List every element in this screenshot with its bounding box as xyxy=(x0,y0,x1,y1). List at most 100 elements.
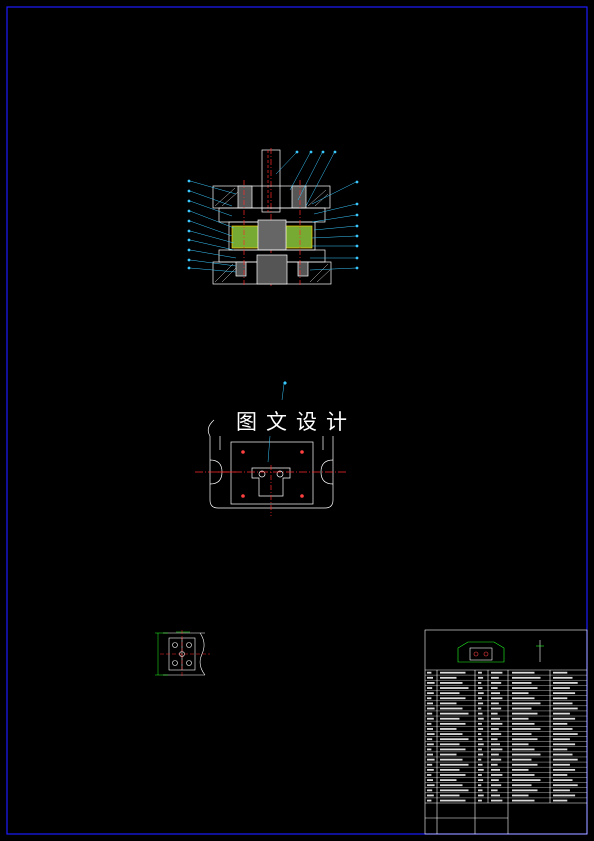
parts-list-cell-mark xyxy=(512,753,541,756)
plan-view xyxy=(195,419,348,516)
parts-list-cell-mark xyxy=(440,671,466,674)
assembly-section-view xyxy=(212,148,332,286)
parts-list-cell-mark xyxy=(512,779,541,782)
parts-list-cell-mark xyxy=(478,738,483,741)
parts-list-cell-mark xyxy=(491,671,503,674)
parts-list-cell-mark xyxy=(478,722,482,725)
parts-list-cell-mark xyxy=(491,692,500,695)
parts-list-cell-mark xyxy=(491,738,498,741)
parts-list-cell-mark xyxy=(491,768,500,771)
parts-list-cell-mark xyxy=(553,794,576,797)
parts-list-cell-mark xyxy=(427,712,433,715)
part-leaders xyxy=(189,152,357,273)
parts-list-cell-mark xyxy=(491,717,500,720)
parts-list-cell-mark xyxy=(553,768,576,771)
parts-list-cell-mark xyxy=(478,728,484,730)
parts-list-cell-mark xyxy=(440,697,466,700)
strip-dimensions xyxy=(155,631,190,676)
parts-list-cell-mark xyxy=(478,763,483,766)
parts-list-cell-mark xyxy=(553,774,568,776)
parts-list-cell-mark xyxy=(440,763,469,766)
parts-list-cell-mark xyxy=(491,784,502,787)
parts-list-cell-mark xyxy=(427,753,433,756)
parts-list-cell-mark xyxy=(491,748,503,751)
part-balloons xyxy=(187,150,359,270)
parts-list-cell-mark xyxy=(427,789,433,792)
parts-list-cell-mark xyxy=(440,753,457,756)
parts-list-cell-mark xyxy=(440,784,463,787)
parts-list-cell-mark xyxy=(512,702,541,705)
parts-list-cell-mark xyxy=(478,753,484,756)
parts-list-cell-mark xyxy=(478,707,482,710)
parts-list-cell-mark xyxy=(491,687,498,689)
parts-list-cell-mark xyxy=(491,733,502,735)
parts-list-cell-mark xyxy=(440,722,466,725)
parts-list-cell-mark xyxy=(512,789,538,792)
parts-list-rows xyxy=(425,674,587,799)
parts-list-cell-mark xyxy=(491,763,498,766)
parts-list-cell-mark xyxy=(553,702,573,705)
parts-list-cell-mark xyxy=(512,733,532,735)
parts-list-cell-mark xyxy=(512,768,529,771)
parts-list-cell-mark xyxy=(427,702,433,705)
plan-view-holes xyxy=(241,450,304,498)
parts-list-cell-mark xyxy=(427,676,433,679)
parts-list-cell-mark xyxy=(491,743,500,746)
parts-list-cell-mark xyxy=(478,671,482,674)
parts-list-cell-mark xyxy=(478,743,484,746)
parts-list-cell-mark xyxy=(440,774,466,776)
parts-list-cell-mark xyxy=(440,717,460,720)
parts-list-cell-mark xyxy=(427,671,432,674)
parts-list-cell-mark xyxy=(427,774,432,776)
parts-list-cell-mark xyxy=(478,794,484,797)
parts-list-cell-mark xyxy=(512,799,535,802)
parts-list-cell-mark xyxy=(427,779,433,782)
parts-list-cell-mark xyxy=(478,687,483,689)
title-block xyxy=(424,629,588,835)
title-block-thumbnail xyxy=(457,640,544,663)
parts-list-cell-mark xyxy=(553,733,578,735)
parts-list-cell-mark xyxy=(512,707,532,710)
parts-list-cell-mark xyxy=(491,676,499,679)
parts-list-cell-mark xyxy=(512,682,532,684)
parts-list-cell-mark xyxy=(440,748,466,751)
parts-list-cell-mark xyxy=(553,763,570,766)
parts-list-cell-mark xyxy=(478,692,484,695)
parts-list-cell-mark xyxy=(478,733,482,735)
parts-list-cell-mark xyxy=(478,779,484,782)
parts-list-cell-mark xyxy=(440,794,460,797)
parts-list-cell-mark xyxy=(478,748,482,751)
parts-list-cell-mark xyxy=(553,779,573,782)
parts-list-cell-mark xyxy=(440,728,457,730)
parts-list-cell-mark xyxy=(478,676,484,679)
parts-list-cell-mark xyxy=(512,697,535,700)
parts-list-cell-mark xyxy=(427,743,434,746)
parts-list-cell-mark xyxy=(440,779,457,782)
parts-list-cell-mark xyxy=(491,682,502,684)
parts-list-cell-mark xyxy=(553,758,578,761)
parts-list-cell-mark xyxy=(478,799,482,802)
parts-list-cell-mark xyxy=(440,799,466,802)
parts-list-cell-mark xyxy=(440,687,469,689)
parts-list-cell-mark xyxy=(478,717,484,720)
parts-list-cell-mark xyxy=(427,733,435,735)
parts-list-cell-mark xyxy=(512,758,532,761)
parts-list-cell-mark xyxy=(512,748,535,751)
parts-list-cell-mark xyxy=(427,728,433,730)
parts-list-cell-mark xyxy=(553,676,573,679)
parts-list-cell-mark xyxy=(427,763,433,766)
parts-list-cell-mark xyxy=(427,687,433,689)
parts-list-cell-mark xyxy=(553,707,578,710)
parts-list-cell-mark xyxy=(553,748,568,751)
parts-list-cell-mark xyxy=(512,728,541,730)
parts-list-cell-mark xyxy=(440,758,463,761)
parts-list-entries xyxy=(427,671,578,802)
parts-list-cell-mark xyxy=(478,682,482,684)
parts-list-cell-mark xyxy=(491,697,503,700)
parts-list-cell-mark xyxy=(512,687,538,689)
parts-list-cell-mark xyxy=(440,733,463,735)
watermark-backdrop xyxy=(226,400,372,436)
parts-list-cell-mark xyxy=(427,697,432,700)
parts-list-cell-mark xyxy=(427,758,435,761)
